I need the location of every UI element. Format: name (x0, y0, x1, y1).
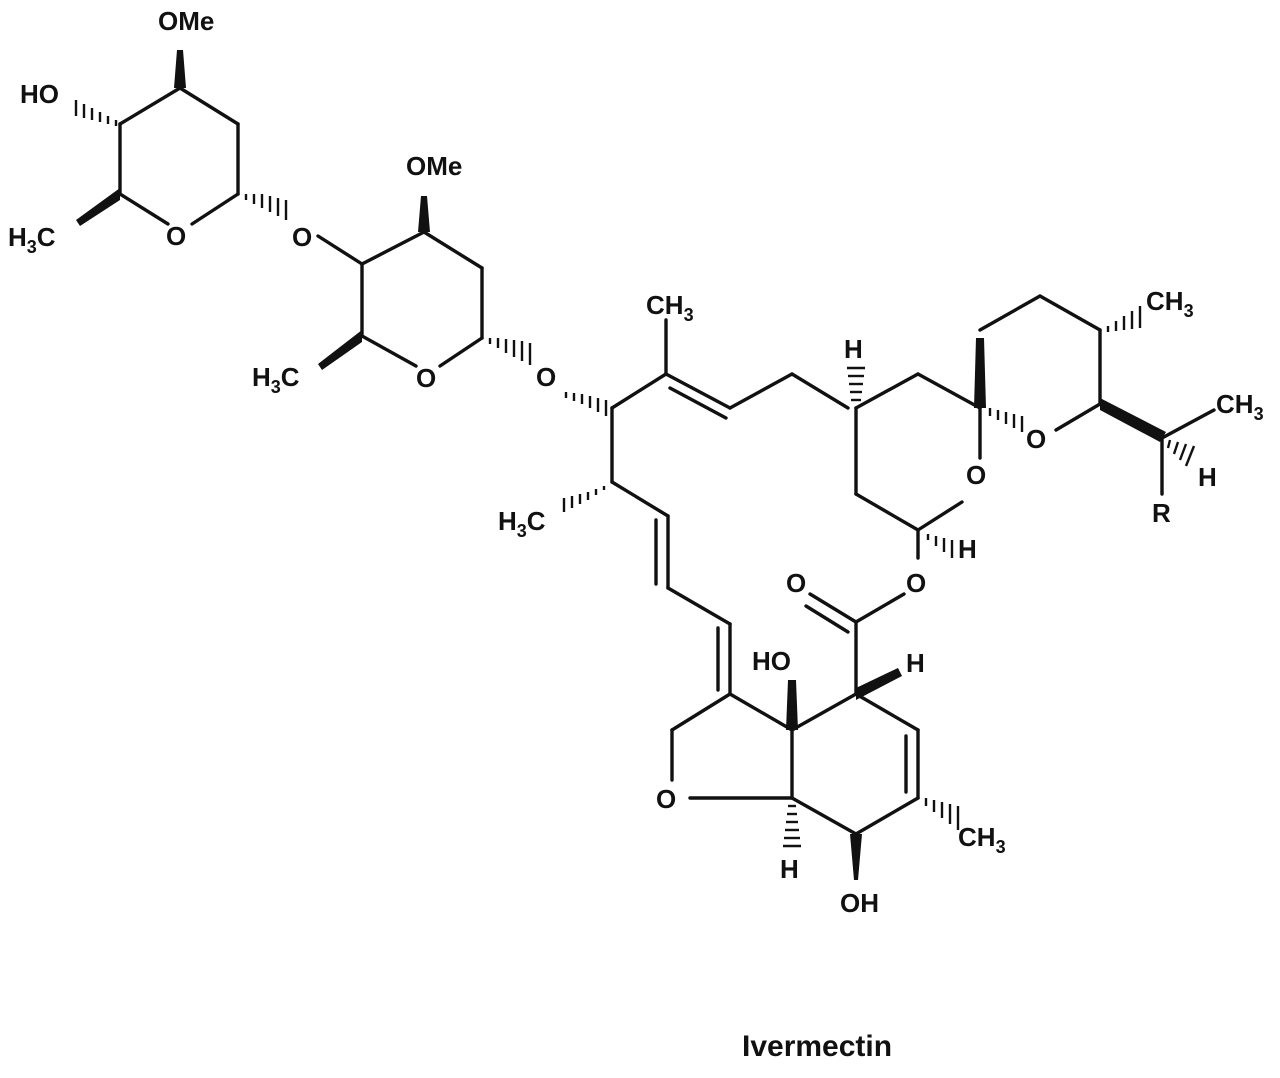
hashed-bond (1106, 306, 1142, 332)
wedge-bond (856, 668, 902, 700)
hydroxyl-label: OH (840, 888, 879, 918)
wedge-bond (850, 834, 862, 880)
wedge-bond (786, 680, 798, 730)
macrolide-chain (562, 318, 850, 696)
ring-oxygen-label: O (166, 221, 186, 251)
methyl-label: CH3 (958, 822, 1006, 857)
ring-oxygen-label: O (416, 363, 436, 393)
hydrogen-label: H (958, 534, 977, 564)
methyl-label: CH3 (646, 290, 694, 325)
inner-sugar-ring (316, 196, 532, 370)
wedge-bond (1100, 398, 1166, 442)
compound-name-caption: Ivermectin (742, 1030, 893, 1063)
methyl-label: H3C (252, 362, 300, 397)
benzofuran-ring-system (670, 592, 960, 880)
methyl-label: CH3 (1216, 389, 1264, 424)
carbonyl-oxygen-label: O (786, 568, 806, 598)
methyl-label: CH3 (1146, 286, 1194, 321)
hashed-bond (988, 408, 1024, 432)
methoxy-label: OMe (158, 6, 214, 36)
ester-oxygen-label: O (906, 568, 926, 598)
spiroketal-ring-system (847, 294, 1216, 560)
hydroxyl-label: HO (752, 646, 791, 676)
wedge-bond (318, 330, 362, 370)
hashed-bond (488, 338, 532, 365)
furan-oxygen-label: O (656, 784, 676, 814)
terminal-sugar-ring (74, 50, 288, 226)
atom-labels: OMe HO H3C O O OMe H3C O O CH3 H3C H CH3… (8, 6, 1264, 918)
glycosidic-oxygen-label: O (292, 222, 312, 252)
wedge-bond (174, 50, 186, 88)
hashed-bond (564, 392, 608, 416)
hydrogen-label: H (1198, 462, 1217, 492)
wedge-bond (76, 188, 120, 226)
hashed-bond (1166, 439, 1196, 467)
methyl-label: H3C (8, 222, 56, 257)
hashed-bond (562, 486, 606, 512)
spiro-oxygen-label: O (1026, 424, 1046, 454)
hydroxyl-label: HO (20, 79, 59, 109)
hashed-bond (924, 798, 960, 830)
methyl-label: H3C (498, 506, 546, 541)
wedge-bond (974, 338, 986, 408)
hashed-bond (783, 804, 801, 848)
glycosidic-oxygen-label: O (536, 362, 556, 392)
hydrogen-label: H (906, 648, 925, 678)
r-group-label: R (1152, 498, 1171, 528)
hashed-bond (74, 100, 118, 126)
wedge-bond (418, 196, 430, 232)
hashed-bond (847, 366, 865, 402)
methoxy-label: OMe (406, 151, 462, 181)
hashed-bond (926, 534, 954, 558)
hashed-bond (244, 194, 288, 220)
ring-oxygen-label: O (966, 460, 986, 490)
hydrogen-label: H (844, 334, 863, 364)
hydrogen-label: H (780, 854, 799, 884)
